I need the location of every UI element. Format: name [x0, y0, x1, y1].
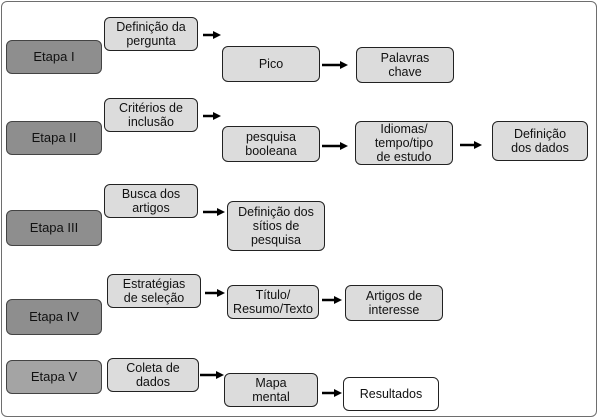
title-abstract-text-box: Título/ Resumo/Texto [227, 285, 319, 319]
arrow [205, 288, 225, 298]
arrow [460, 140, 482, 150]
arrow [200, 370, 224, 380]
data-collection-box: Coleta de dados [107, 358, 199, 392]
boolean-search-box: pesquisa booleana [222, 126, 320, 162]
inclusion-criteria-box: Critérios de inclusão [104, 98, 198, 132]
stage-1-box: Etapa I [6, 40, 102, 74]
stage-3-box: Etapa III [6, 210, 102, 246]
mind-map-box: Mapa mental [224, 373, 318, 407]
selection-strategies-box: Estratégias de seleção [107, 274, 201, 308]
article-search-box: Busca dos artigos [104, 184, 198, 218]
results-box: Resultados [343, 377, 439, 411]
search-sites-box: Definição dos sítios de pesquisa [227, 201, 325, 251]
articles-of-interest-box: Artigos de interesse [345, 285, 443, 321]
keywords-box: Palavras chave [356, 47, 454, 83]
arrow [322, 141, 348, 151]
arrow [322, 60, 348, 70]
stage-5-box: Etapa V [6, 360, 102, 394]
question-definition-box: Definição da pergunta [104, 17, 198, 51]
data-definition-box: Definição dos dados [492, 121, 588, 161]
pico-box: Pico [222, 46, 320, 82]
arrow [322, 388, 342, 398]
stage-4-box: Etapa IV [6, 299, 102, 335]
stage-2-box: Etapa II [6, 121, 102, 155]
arrow [203, 207, 225, 217]
arrow [322, 295, 342, 305]
language-time-study-type-box: Idiomas/ tempo/tipo de estudo [355, 121, 453, 165]
arrow [203, 30, 221, 40]
arrow [203, 111, 221, 121]
